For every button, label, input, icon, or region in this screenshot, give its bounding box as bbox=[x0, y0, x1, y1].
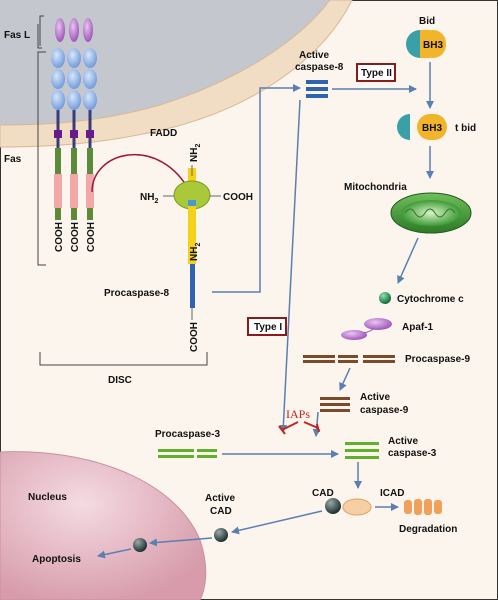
active-caspase9-bars bbox=[320, 397, 350, 412]
receptor-domain bbox=[67, 69, 81, 89]
label-cooh-procaspase: COOH bbox=[189, 322, 200, 352]
label-bh3-2: BH3 bbox=[422, 123, 442, 134]
fadd-procaspase-complex bbox=[173, 168, 211, 320]
label-nh2-left: NH2 bbox=[140, 192, 158, 205]
label-cytochrome-c: Cytochrome c bbox=[397, 294, 464, 305]
receptor-domain bbox=[83, 48, 97, 68]
nuclear-cad-molecule bbox=[133, 538, 147, 552]
fas-receptors: COOH COOH COOH bbox=[51, 48, 97, 252]
nucleus bbox=[0, 451, 207, 600]
type2-box bbox=[356, 63, 396, 82]
label-cooh-right: COOH bbox=[223, 192, 253, 203]
label-active-caspase9-1: Active bbox=[360, 392, 390, 403]
label-receptor-cooh: COOH bbox=[54, 222, 65, 252]
label-iaps: IAPs bbox=[286, 407, 310, 421]
label-disc: DISC bbox=[108, 375, 132, 386]
receptor-domain bbox=[51, 48, 65, 68]
degraded-icad bbox=[404, 499, 442, 515]
label-active-caspase3-1: Active bbox=[388, 436, 418, 447]
fas-receptor-2: COOH bbox=[67, 48, 81, 252]
label-bid: Bid bbox=[419, 16, 435, 27]
label-receptor-cooh: COOH bbox=[86, 222, 97, 252]
label-nucleus: Nucleus bbox=[28, 492, 67, 503]
label-procaspase8: Procaspase-8 bbox=[104, 288, 169, 299]
fas-receptor-3: COOH bbox=[83, 48, 97, 252]
apaf1-protein bbox=[341, 318, 392, 340]
label-tbid: t bid bbox=[455, 123, 476, 134]
receptor-domain bbox=[67, 90, 81, 110]
arrow-active-cad-to-nucleus bbox=[149, 537, 213, 547]
label-active-cad-2: CAD bbox=[210, 506, 232, 517]
procaspase3-bars bbox=[158, 449, 217, 458]
label-active-caspase3-2: caspase-3 bbox=[388, 448, 437, 459]
receptor-domain bbox=[51, 69, 65, 89]
receptor-domain bbox=[83, 90, 97, 110]
active-caspase8-bars bbox=[306, 80, 328, 98]
active-caspase3-bars bbox=[345, 442, 379, 459]
type1-box bbox=[247, 317, 287, 336]
procaspase9-bars bbox=[303, 355, 395, 363]
label-bh3-1: BH3 bbox=[423, 40, 443, 51]
extracellular-space bbox=[0, 0, 330, 125]
cytochrome-c-molecule bbox=[379, 292, 391, 304]
bid-protein bbox=[406, 30, 446, 58]
iaps-inhibit-right bbox=[303, 421, 319, 429]
label-type1: Type I bbox=[254, 322, 282, 333]
label-procaspase9: Procaspase-9 bbox=[405, 354, 470, 365]
label-cad: CAD bbox=[312, 488, 334, 499]
icad-molecule bbox=[342, 498, 372, 516]
cell-membrane bbox=[0, 0, 353, 148]
label-fadd: FADD bbox=[150, 128, 177, 139]
arrow-procaspase8-to-active bbox=[212, 84, 301, 293]
receptor-domain bbox=[51, 90, 65, 110]
label-mitochondria: Mitochondria bbox=[344, 182, 407, 193]
receptor-domain bbox=[83, 69, 97, 89]
receptor-domain bbox=[67, 48, 81, 68]
label-active-caspase8-1: Active bbox=[299, 50, 329, 61]
arrow-mito-to-cytc bbox=[397, 237, 419, 284]
active-cad-molecule bbox=[214, 528, 228, 542]
fadd-connector bbox=[91, 154, 191, 193]
disc-bracket bbox=[39, 352, 208, 366]
label-fas: Fas bbox=[4, 154, 22, 165]
fas-bracket bbox=[37, 51, 46, 266]
label-procaspase3: Procaspase-3 bbox=[155, 429, 220, 440]
mitochondria bbox=[390, 192, 472, 234]
iaps-inhibit-left bbox=[281, 421, 299, 431]
fas-receptor-1: COOH bbox=[51, 48, 65, 252]
label-nh2-bottom: NH2 bbox=[189, 243, 202, 261]
arrow-procasp9-to-active bbox=[339, 367, 351, 391]
label-degradation: Degradation bbox=[399, 524, 457, 535]
fas-ligand bbox=[55, 18, 93, 42]
arrow-caspase8-type1 bbox=[279, 99, 301, 433]
label-active-cad-1: Active bbox=[205, 493, 235, 504]
label-fasl: Fas L bbox=[4, 30, 30, 41]
label-type2: Type II bbox=[361, 68, 392, 79]
arrow-cad-to-active bbox=[231, 510, 323, 535]
label-icad: ICAD bbox=[380, 488, 404, 499]
tbid-protein bbox=[397, 114, 447, 140]
label-apaf1: Apaf-1 bbox=[402, 322, 434, 333]
label-receptor-cooh: COOH bbox=[70, 222, 81, 252]
label-active-caspase8-2: caspase-8 bbox=[295, 62, 344, 73]
label-nh2-top: NH2 bbox=[189, 144, 202, 162]
label-active-caspase9-2: caspase-9 bbox=[360, 405, 409, 416]
cad-molecule bbox=[325, 498, 341, 514]
arrow-to-apoptosis bbox=[97, 548, 132, 559]
label-apoptosis: Apoptosis bbox=[32, 554, 81, 565]
